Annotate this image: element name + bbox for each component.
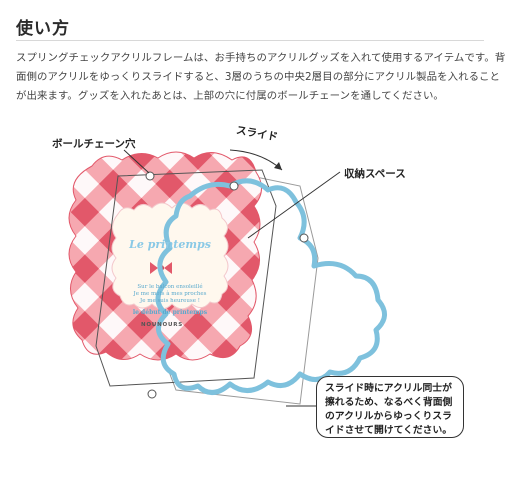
card-line: Je me mets à mes proches [133,290,207,297]
title-divider [16,40,484,41]
storage-label: 収納スペース [344,168,406,180]
chain-hole-leader [123,149,150,174]
slide-arrow-head [274,162,282,170]
card-line: Je me suis heureuse ! [139,298,200,304]
chain-hole-label: ボールチェーン穴 [52,138,136,150]
card-line: Sur le balcon ensoleillé [137,283,202,290]
description-line: 面側のアクリルをゆっくりスライドすると、3層のうちの中央2層目の部分にアクリル製… [16,71,501,83]
description-line: が出来ます。グッズを入れたあとは、上部の穴に付属のボールチェーンを通してください… [16,90,444,102]
middle-acrylic-layer [95,169,277,387]
card-title: Le printemps [128,238,211,251]
description-line: スプリングチェックアクリルフレームは、お手持ちのアクリルグッズを入れて使用するア… [16,52,505,64]
description: スプリングチェックアクリルフレームは、お手持ちのアクリルグッズを入れて使用するア… [16,49,505,106]
note-line: 擦れるため、なるべく背面側 [325,397,453,408]
note-line: イドさせて開けてください。 [325,425,453,436]
note-line: のアクリルからゆっくりスラ [325,411,452,422]
note-line: スライド時にアクリル同士が [325,383,452,394]
chain-hole [229,181,239,191]
storage-leader [247,171,341,239]
slide-caution-note: スライド時にアクリル同士が 擦れるため、なるべく背面側 のアクリルからゆっくりス… [316,376,464,438]
card-subtitle: le début de printemps [133,309,208,316]
page-title: 使い方 [16,19,70,39]
chain-hole [147,389,157,399]
card-brand: NOUNOURS [141,322,183,328]
sliding-back-frame [155,178,387,395]
chain-hole [299,233,309,243]
chain-hole [145,171,155,181]
